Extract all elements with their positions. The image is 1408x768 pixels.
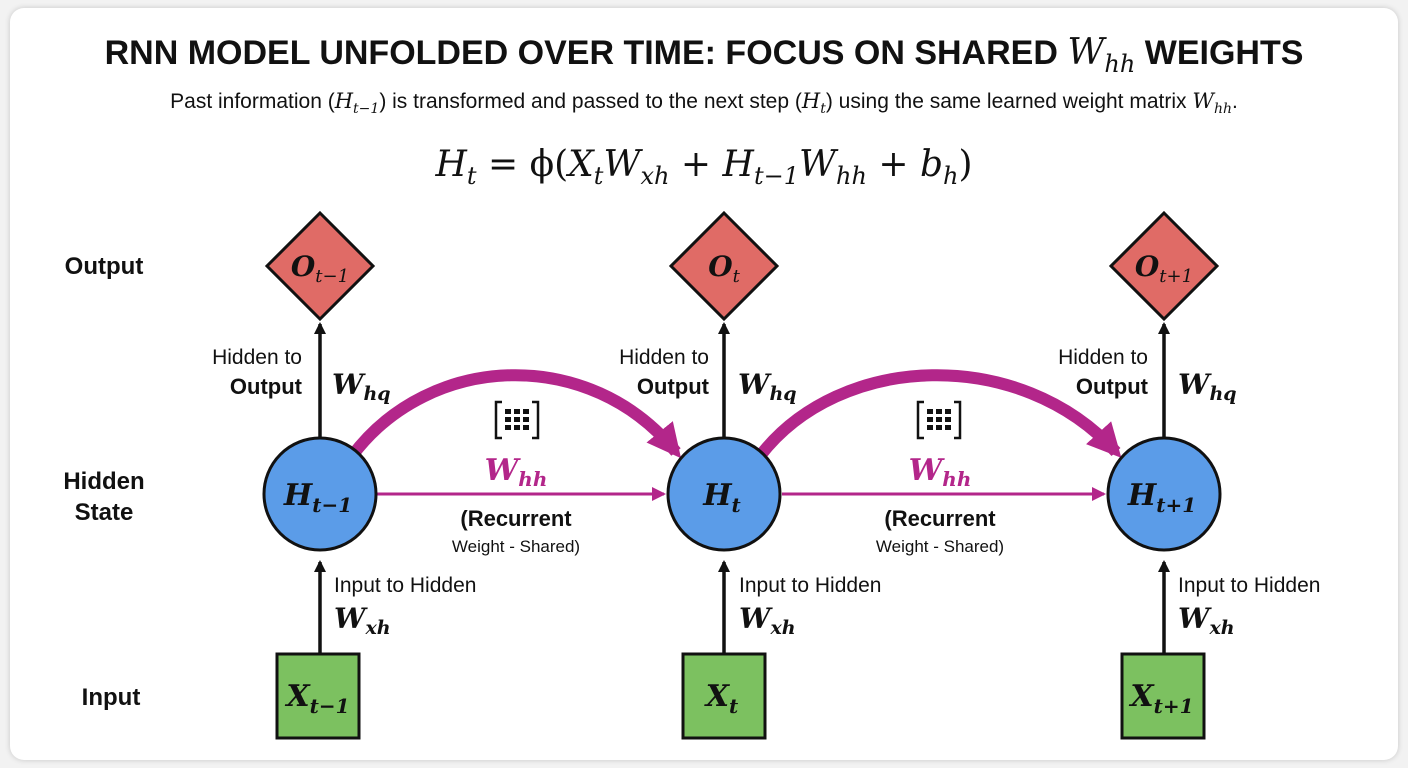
hidden-to-output-label-2: Output — [637, 374, 710, 399]
recurrent-caption-1: (Recurrent — [460, 506, 572, 531]
hidden-node-label: Ht−1 — [283, 478, 352, 517]
hidden-node-label: Ht+1 — [1127, 478, 1196, 517]
hidden-to-output-label-1: Hidden to — [1058, 346, 1148, 369]
output-node — [264, 210, 376, 322]
matrix-icon — [494, 400, 540, 440]
input-to-hidden-weight: Wxh — [1178, 602, 1235, 639]
hidden-to-output-weight: Whq — [1178, 368, 1237, 405]
page-title: RNN MODEL UNFOLDED OVER TIME: FOCUS ON S… — [105, 32, 1304, 78]
recurrent-link-2: Whh (Recurrent Weight - Shared) — [755, 369, 1122, 556]
output-node-label: Ot+1 — [1135, 250, 1193, 287]
hidden-to-output-weight: Whq — [738, 368, 797, 405]
row-label-output: Output — [65, 253, 144, 280]
output-node-label: Ot−1 — [291, 250, 349, 287]
hidden-to-output-label-2: Output — [230, 374, 303, 399]
hidden-to-output-label-2: Output — [1076, 374, 1149, 399]
hidden-node — [1106, 436, 1222, 552]
hidden-node-label: Ht — [702, 478, 741, 517]
rnn-equation: Ht = ϕ(XtWxh + Ht−1Whh + bh) — [434, 144, 972, 190]
time-step-1: Ot−1 Ht−1 Xt−1 Hidden to Output Whq Inpu… — [212, 210, 476, 740]
input-to-hidden-label: Input to Hidden — [334, 574, 476, 597]
input-node — [275, 652, 361, 740]
recurrent-link-1: Whh (Recurrent Weight - Shared) — [347, 369, 682, 556]
time-step-2: Ot Ht Xt Hidden to Output Whq Input to H… — [619, 210, 881, 740]
input-to-hidden-weight: Wxh — [739, 602, 796, 639]
hidden-to-output-weight: Whq — [332, 368, 391, 405]
recurrent-curve-arrow — [755, 369, 1122, 460]
recurrent-caption-2: Weight - Shared) — [876, 537, 1004, 556]
hidden-to-output-label-1: Hidden to — [619, 346, 709, 369]
input-to-hidden-label: Input to Hidden — [1178, 574, 1320, 597]
input-node — [681, 652, 767, 740]
input-to-hidden-label: Input to Hidden — [739, 574, 881, 597]
output-node-label: Ot — [708, 250, 740, 287]
recurrent-caption-1: (Recurrent — [884, 506, 996, 531]
page-subtitle: Past information (Ht−1) is transformed a… — [170, 89, 1238, 117]
recurrent-weight-label: Whh — [485, 453, 548, 491]
input-node-label: Xt−1 — [284, 679, 349, 718]
input-node-label: Xt — [704, 679, 739, 718]
row-label-hidden-2: State — [75, 499, 134, 526]
input-node — [1120, 652, 1206, 740]
matrix-icon — [916, 400, 962, 440]
output-node — [668, 210, 780, 322]
input-node-label: Xt+1 — [1128, 679, 1193, 718]
hidden-to-output-label-1: Hidden to — [212, 346, 302, 369]
hidden-node — [666, 436, 782, 552]
recurrent-curve-arrow — [347, 369, 682, 460]
input-to-hidden-weight: Wxh — [334, 602, 391, 639]
diagram-card — [10, 8, 1398, 760]
recurrent-caption-2: Weight - Shared) — [452, 537, 580, 556]
output-node — [1108, 210, 1220, 322]
recurrent-weight-label: Whh — [909, 453, 972, 491]
time-step-3: Ot+1 Ht+1 Xt+1 Hidden to Output Whq Inpu… — [1058, 210, 1320, 740]
row-label-input: Input — [82, 684, 141, 711]
hidden-node — [262, 436, 378, 552]
row-label-hidden-1: Hidden — [63, 468, 144, 495]
